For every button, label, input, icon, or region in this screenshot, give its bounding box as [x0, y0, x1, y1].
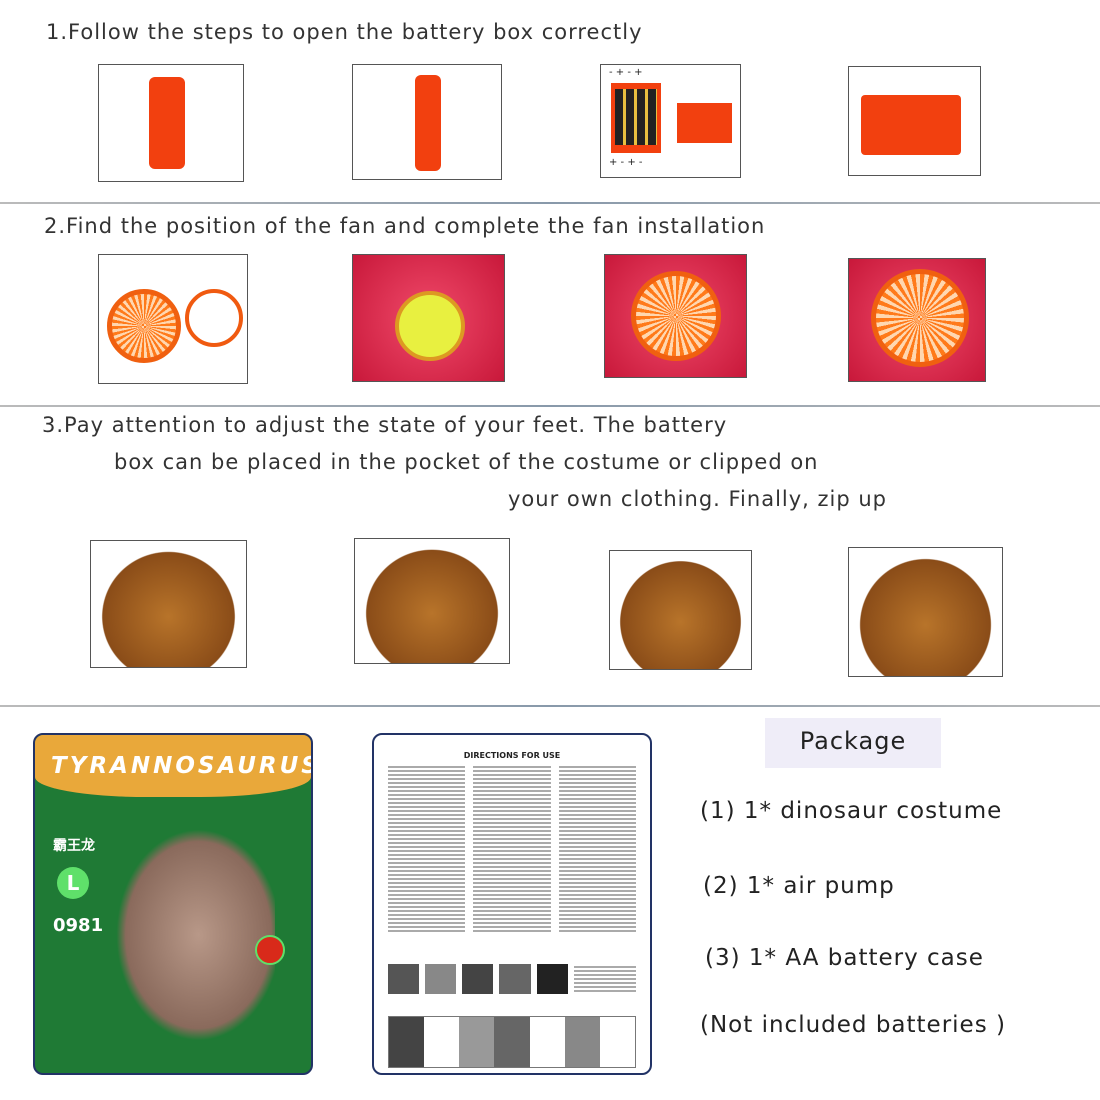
package-heading: Package — [765, 718, 941, 768]
fan-inserted-image — [604, 254, 747, 378]
fan-hole-image — [352, 254, 505, 382]
fan-parts-image — [98, 254, 248, 384]
manual-parts-row — [388, 964, 636, 994]
step-3-line-3: your own clothing. Finally, zip up — [508, 487, 888, 511]
costume-complete-image — [848, 547, 1003, 677]
instruction-manual-card: DIRECTIONS FOR USE — [372, 733, 652, 1075]
battery-box-open-image: - + - + + - + - — [600, 64, 741, 178]
card-model-number: 0981 — [53, 915, 104, 936]
battery-box-side-image — [352, 64, 502, 180]
step-3-line-2: box can be placed in the pocket of the c… — [114, 450, 819, 474]
polarity-bottom: + - + - — [609, 157, 643, 168]
costume-battery-image — [609, 550, 752, 670]
battery-box-closed-image — [98, 64, 244, 182]
package-item: (2) 1* air pump — [703, 873, 895, 899]
package-note: (Not included batteries ) — [700, 1012, 1006, 1038]
dinosaur-illustration — [105, 815, 275, 1055]
product-package-card: TYRANNOSAURUS 霸王龙 L 0981 — [33, 733, 313, 1075]
polarity-top: - + - + — [609, 67, 643, 78]
costume-feet-image — [354, 538, 510, 664]
step-3-line-1: 3.Pay attention to adjust the state of y… — [42, 413, 728, 437]
divider — [0, 705, 1100, 707]
manual-steps-row — [388, 1016, 636, 1068]
size-badge: L — [57, 867, 89, 899]
divider — [0, 202, 1100, 204]
battery-box-lid-image — [848, 66, 981, 176]
step-1-text: 1.Follow the steps to open the battery b… — [46, 20, 643, 44]
step-2-text: 2.Find the position of the fan and compl… — [44, 214, 766, 238]
manual-title: DIRECTIONS FOR USE — [463, 751, 561, 760]
package-item: (3) 1* AA battery case — [705, 945, 984, 971]
card-chinese-name: 霸王龙 — [53, 838, 95, 854]
package-item: (1) 1* dinosaur costume — [700, 798, 1003, 824]
putting-on-costume-image — [90, 540, 247, 668]
card-title: TYRANNOSAURUS — [51, 753, 313, 779]
fan-badge-icon — [255, 935, 285, 965]
manual-text-columns — [388, 764, 636, 934]
divider — [0, 405, 1100, 407]
fan-installed-image — [848, 258, 986, 382]
